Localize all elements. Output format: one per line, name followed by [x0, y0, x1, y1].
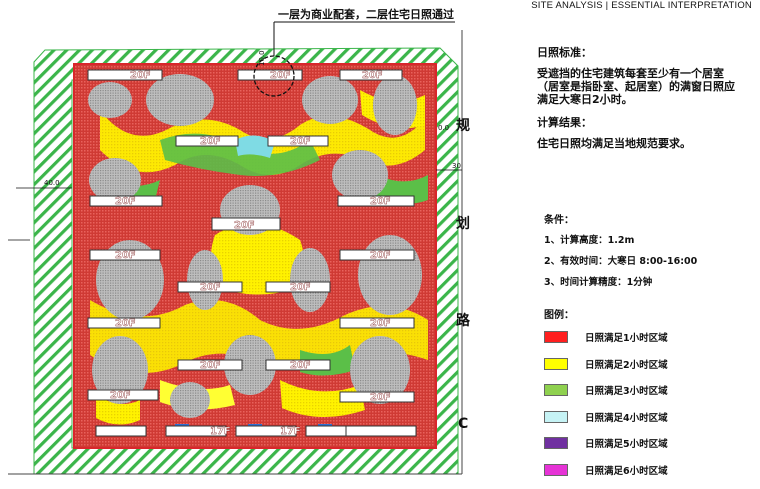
legend-item: 日照满足3小时区域 — [544, 382, 754, 398]
floor-label: 20F — [270, 70, 291, 81]
callout-text: 一层为商业配套，二层住宅日照通过 — [278, 8, 454, 21]
header-title: SITE ANALYSIS | ESSENTIAL INTERPRETATION — [531, 0, 752, 11]
dimensions: 40.0 0.0 30 10.0 — [8, 50, 462, 241]
standard-line: （居室是指卧室、起居室）的满窗日照应 — [537, 80, 735, 93]
condition-item: 1、计算高度：1.2m — [544, 235, 635, 246]
legend-item: 日照满足1小时区域 — [544, 329, 754, 345]
legend-item: 日照满足6小时区域 — [544, 462, 754, 478]
floor-label: 20F — [200, 282, 221, 293]
condition-item: 3、时间计算精度：1分钟 — [544, 277, 653, 288]
floor-label: 17F — [210, 426, 231, 437]
legend-swatch — [544, 384, 568, 397]
legend-swatch — [544, 437, 568, 450]
legend-swatch — [544, 410, 568, 423]
road-char: 规 — [456, 118, 470, 134]
floor-label: 20F — [370, 318, 391, 329]
legend-item: 日照满足5小时区域 — [544, 435, 754, 451]
road-label: 规 划 路 C — [456, 118, 471, 432]
floor-label: 20F — [115, 318, 136, 329]
legend-swatch — [544, 331, 568, 343]
dimension-right: 30 — [452, 162, 461, 170]
buildings — [87, 69, 417, 437]
dimension-right-top: 0.0 — [438, 124, 449, 132]
slide: SITE ANALYSIS | ESSENTIAL INTERPRETATION… — [8, 0, 754, 477]
floor-label: 20F — [290, 282, 311, 293]
floor-labels: 20F 20F 20F 20F 20F 20F 20F 20F 20F 20F … — [110, 70, 391, 437]
dimension-left: 40.0 — [44, 179, 60, 187]
legend-label: 日照满足1小时区域 — [585, 333, 668, 344]
standard-line: 满足大寒日2小时。 — [537, 93, 633, 106]
floor-label: 20F — [370, 250, 391, 261]
floor-label: 20F — [200, 136, 221, 147]
floor-label: 20F — [115, 250, 136, 261]
floor-label: 20F — [115, 196, 136, 207]
result-text: 住宅日照均满足当地规范要求。 — [537, 137, 691, 150]
legend-swatch — [544, 463, 568, 476]
floor-label: 20F — [370, 196, 391, 207]
standard-line: 受遮挡的住宅建筑每套至少有一个居室 — [537, 67, 724, 80]
conditions-block: 条件： 1、计算高度：1.2m 2、有效时间：大寒日 8:00-16:00 3、… — [544, 211, 754, 295]
floor-label: 20F — [362, 70, 383, 81]
site-sunlight-map: 20F 20F 20F 20F 20F 20F 20F 20F 20F 20F … — [8, 21, 471, 475]
legend-item: 日照满足2小时区域 — [544, 356, 754, 372]
road-char: 划 — [456, 215, 470, 232]
info-panel: 日照标准： 受遮挡的住宅建筑每套至少有一个居室 （居室是指卧室、起居室）的满窗日… — [537, 44, 752, 158]
road-char: C — [458, 416, 468, 432]
result-title: 计算结果： — [537, 116, 592, 129]
legend-item: 日照满足4小时区域 — [544, 409, 754, 425]
condition-item: 2、有效时间：大寒日 8:00-16:00 — [544, 256, 698, 267]
floor-label: 20F — [200, 360, 221, 371]
dimension-top: 10.0 — [258, 50, 266, 66]
floor-label: 17F — [280, 426, 301, 437]
legend-label: 日照满足6小时区域 — [585, 465, 668, 477]
standard-title: 日照标准： — [537, 46, 592, 59]
road-char: 路 — [456, 312, 471, 329]
standard-text: 受遮挡的住宅建筑每套至少有一个居室 （居室是指卧室、起居室）的满窗日照应 满足大… — [537, 67, 752, 106]
floor-label: 20F — [110, 390, 131, 401]
floor-label: 20F — [234, 220, 255, 231]
legend: 图例： 日照满足1小时区域日照满足2小时区域日照满足3小时区域日照满足4小时区域… — [544, 306, 754, 489]
conditions-title: 条件： — [544, 215, 574, 226]
legend-swatch — [544, 357, 568, 370]
legend-label: 日照满足5小时区域 — [585, 439, 668, 451]
legend-label: 日照满足4小时区域 — [585, 412, 668, 424]
floor-label: 20F — [370, 392, 391, 403]
legend-label: 日照满足3小时区域 — [585, 386, 668, 398]
site-boundary — [73, 63, 437, 449]
floor-label: 20F — [290, 360, 311, 371]
legend-title: 图例： — [544, 310, 574, 321]
floor-label: 20F — [290, 136, 311, 147]
floor-label: 20F — [130, 70, 151, 81]
legend-label: 日照满足2小时区域 — [585, 359, 668, 371]
